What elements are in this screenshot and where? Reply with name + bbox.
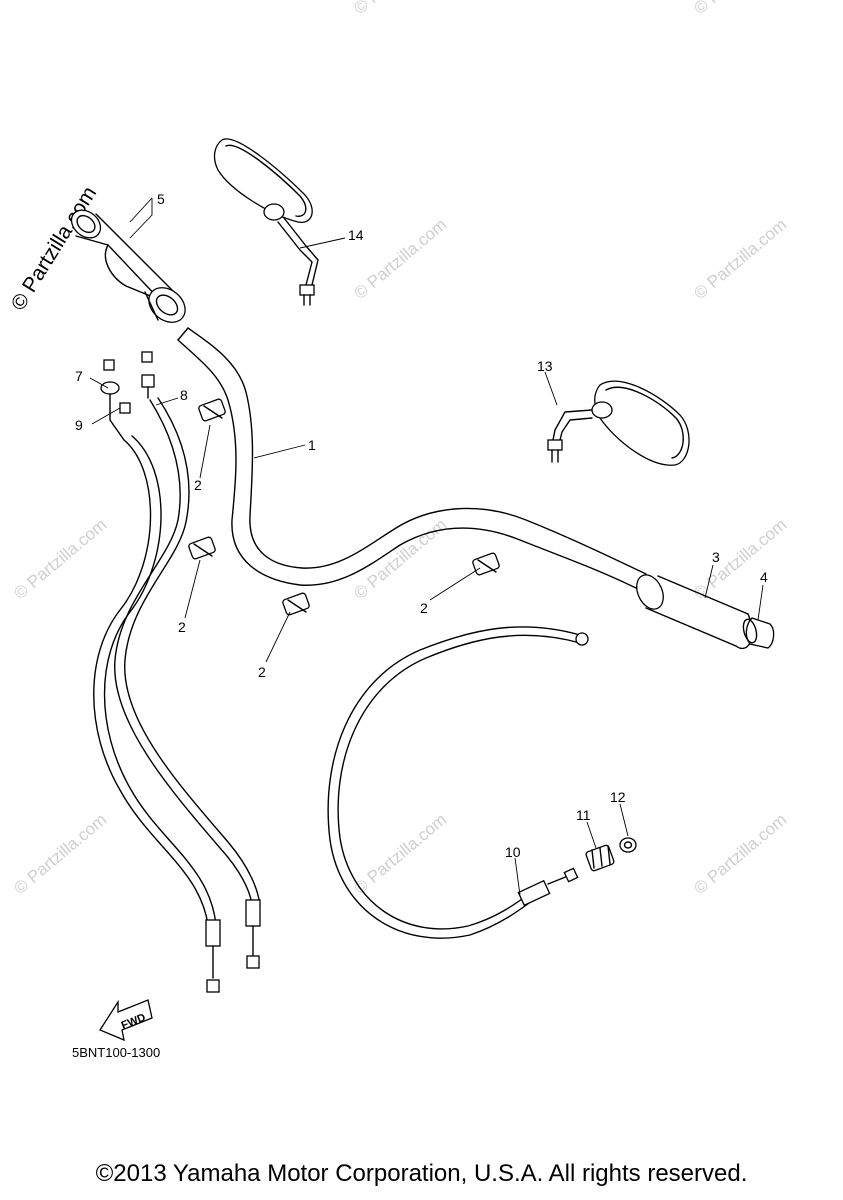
watermark: © Partzilla.com [7,182,101,314]
callout-2: 2 [420,600,428,616]
forward-arrow-icon: FWD [99,999,153,1042]
watermark: © Partzilla.com [350,515,450,603]
leader-lines [89,197,764,896]
callout-labels: 1 2 2 2 2 3 4 5 7 8 9 10 11 12 13 14 [75,191,768,860]
callout-1: 1 [308,437,316,453]
watermark: © Partzilla.com [690,515,790,603]
cable-clamp-part [198,398,226,422]
callout-5: 5 [157,191,165,207]
callout-12: 12 [610,789,626,805]
watermark: © Partzilla.com [350,215,450,303]
cable-clamp-part [472,552,500,576]
handlebar-part [177,327,647,591]
cable-clamp-part [282,592,310,616]
throttle-cable-part [93,351,261,993]
watermark: © Partzilla.com [350,0,450,18]
bar-end-part [742,617,775,649]
callout-4: 4 [760,569,768,585]
callout-2: 2 [194,477,202,493]
callout-2: 2 [258,664,266,680]
cable-clamp-part [188,536,216,560]
watermark: © Partzilla.com [690,810,790,898]
copyright-footer: ©2013 Yamaha Motor Corporation, U.S.A. A… [95,1160,748,1187]
watermark: © Partzilla.com [690,215,790,303]
callout-14: 14 [348,227,364,243]
watermark: © Partzilla.com [350,810,450,898]
watermark: © Partzilla.com [10,810,110,898]
callout-11: 11 [576,807,591,823]
callout-13: 13 [537,358,553,374]
nut-part [619,837,637,853]
right-grip-part [636,574,753,650]
left-grip-part [70,209,186,323]
callout-10: 10 [505,844,521,860]
right-mirror-part [547,380,690,466]
watermark: © Partzilla.com [690,0,790,18]
clutch-cable-part [327,626,589,939]
callout-2: 2 [178,619,186,635]
watermark: © Partzilla.com [10,515,110,603]
callout-7: 7 [75,368,83,384]
left-mirror-part [213,138,319,306]
diagram-code: 5BNT100-1300 [72,1045,161,1060]
callout-9: 9 [75,417,83,433]
cable-adjuster-part [585,844,615,872]
callout-8: 8 [180,387,188,403]
callout-3: 3 [712,549,720,565]
